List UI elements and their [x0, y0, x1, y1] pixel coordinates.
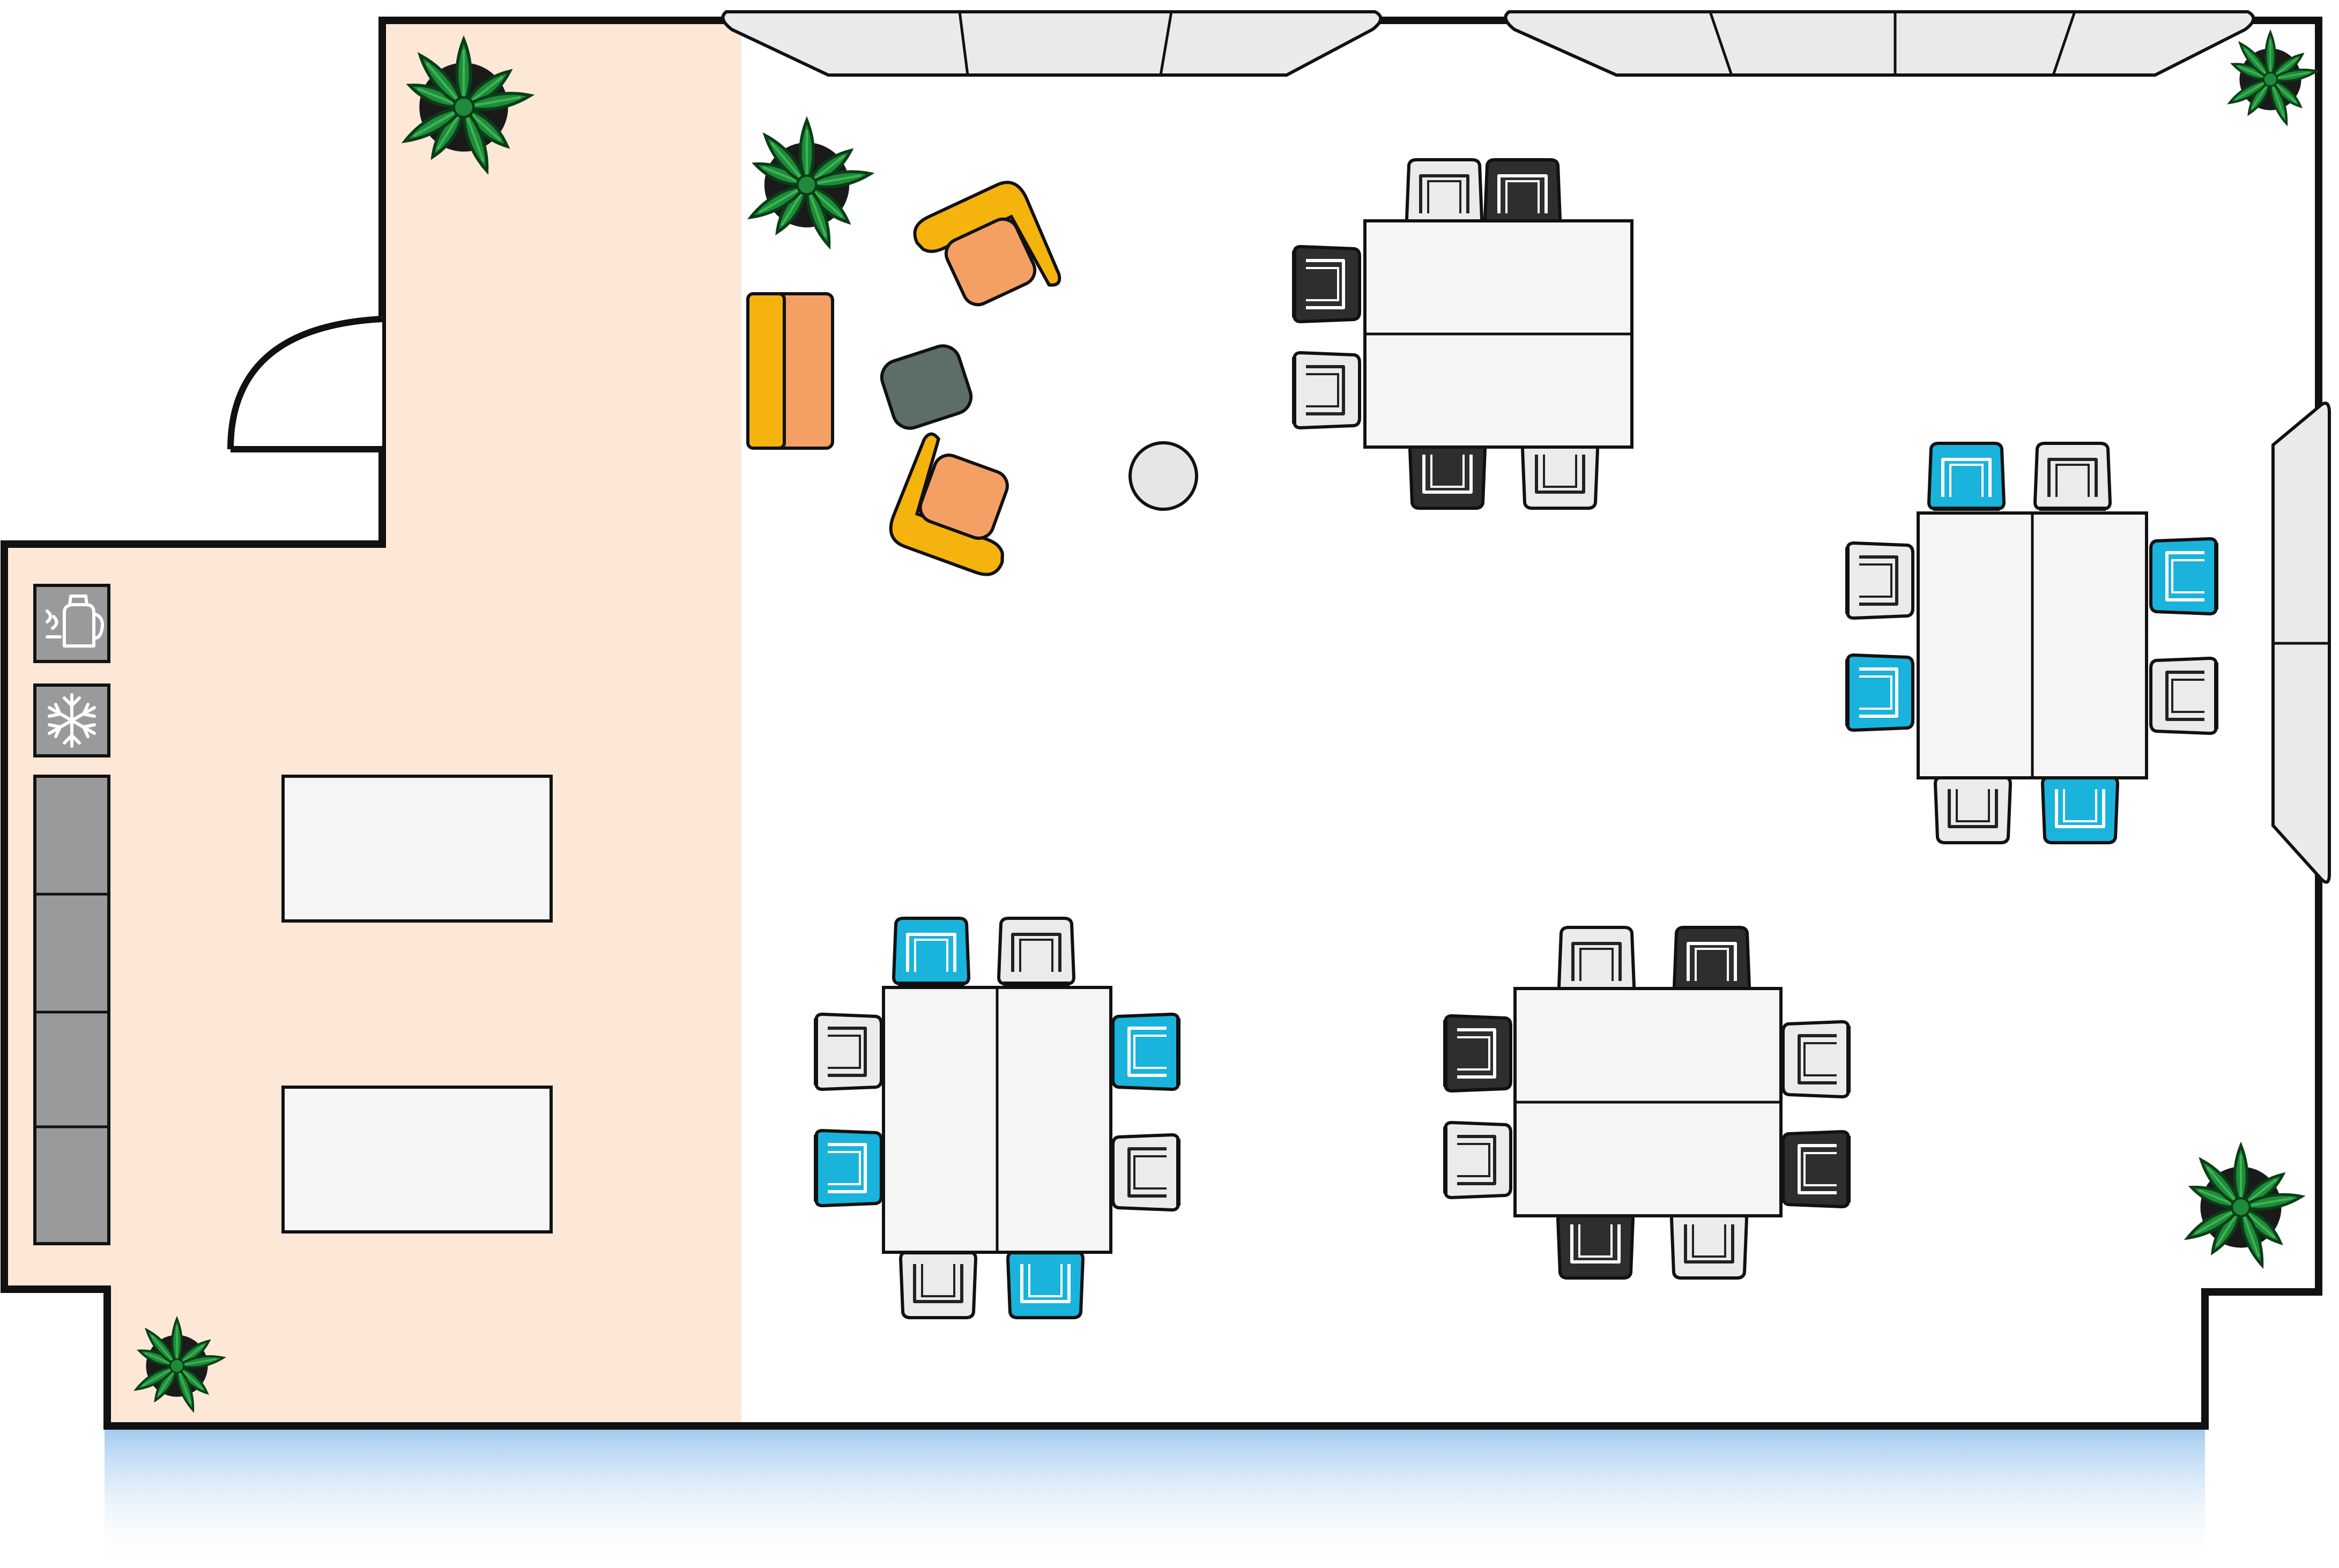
kitchen-table-lower[interactable] [281, 1086, 553, 1233]
lounge-armchair-top[interactable] [909, 176, 1065, 330]
desk-group-southwest-chair-2[interactable] [997, 917, 1076, 986]
kettle-appliance[interactable] [33, 584, 110, 663]
desk-group-southwest [814, 917, 1180, 1319]
desk-group-east [1845, 442, 2218, 844]
desk-group-east-chair-4[interactable] [2149, 656, 2218, 735]
desk-group-southeast-chair-4[interactable] [1781, 1129, 1851, 1209]
desk-group-southeast-chair-5[interactable] [1556, 1210, 1635, 1280]
window-bench-east [2271, 402, 2331, 884]
lounge-sofa[interactable] [746, 292, 834, 450]
desk-group-east-chair-5[interactable] [1933, 775, 2013, 844]
desk-group-east-chair-3[interactable] [2149, 537, 2218, 616]
lounge-armchair-bottom[interactable] [885, 431, 1035, 579]
desk-group-southeast [1443, 926, 1851, 1280]
freezer-appliance[interactable] [33, 683, 110, 757]
ottoman[interactable] [878, 341, 976, 433]
kettle-icon [46, 594, 104, 648]
desk-group-north-chair-5[interactable] [1408, 441, 1487, 510]
window-bench-right [1504, 10, 2255, 77]
desk-group-east-chair-6[interactable] [2040, 775, 2120, 844]
desk-group-east-chair-2[interactable] [2033, 442, 2112, 511]
desk-group-north-chair-6[interactable] [1520, 441, 1600, 510]
exterior-glow [105, 1426, 2205, 1568]
desk-group-east-chair-7[interactable] [1845, 541, 1914, 620]
desk-group-southwest-chair-3[interactable] [1111, 1012, 1180, 1091]
desk-group-east-chair-8[interactable] [1845, 653, 1914, 732]
kitchen-table-upper[interactable] [281, 775, 553, 923]
desk-group-southwest-chair-4[interactable] [1111, 1133, 1180, 1212]
kitchenette-zone [4, 20, 741, 1426]
desk-group-southeast-chair-7[interactable] [1443, 1014, 1512, 1093]
desk-group-southwest-chair-1[interactable] [892, 917, 971, 986]
desk-group-southeast-chair-6[interactable] [1669, 1210, 1749, 1280]
plant-southeast [2184, 1141, 2306, 1269]
desk-group-southeast-chair-3[interactable] [1781, 1020, 1851, 1099]
desk-group-north [1292, 158, 1633, 510]
desk-group-north-chair-2[interactable] [1483, 158, 1562, 227]
window-bench-left [721, 10, 1383, 77]
desk-group-southwest-chair-7[interactable] [814, 1012, 883, 1091]
plant-northeast [2227, 29, 2320, 127]
desk-group-southwest-chair-6[interactable] [1006, 1250, 1085, 1319]
desk-group-east-chair-1[interactable] [1927, 442, 2006, 511]
desk-group-north-chair-7[interactable] [1292, 244, 1361, 324]
desk-group-southeast-chair-2[interactable] [1672, 926, 1751, 995]
desk-group-north-chair-1[interactable] [1405, 158, 1484, 227]
plant-kitchen-top [401, 35, 535, 175]
desk-group-north-chair-8[interactable] [1292, 351, 1361, 430]
desk-group-southwest-chair-8[interactable] [814, 1128, 883, 1208]
snowflake-icon [48, 693, 96, 748]
kitchen-counter [33, 775, 110, 1245]
plant-kitchen-bottom [133, 1316, 226, 1413]
desk-group-southwest-chair-5[interactable] [899, 1250, 978, 1319]
entry-door[interactable] [227, 316, 383, 452]
plant-lounge [747, 116, 875, 250]
desk-group-southeast-chair-1[interactable] [1557, 926, 1636, 995]
side-table[interactable] [1128, 441, 1198, 511]
desk-group-southeast-chair-8[interactable] [1443, 1120, 1512, 1200]
